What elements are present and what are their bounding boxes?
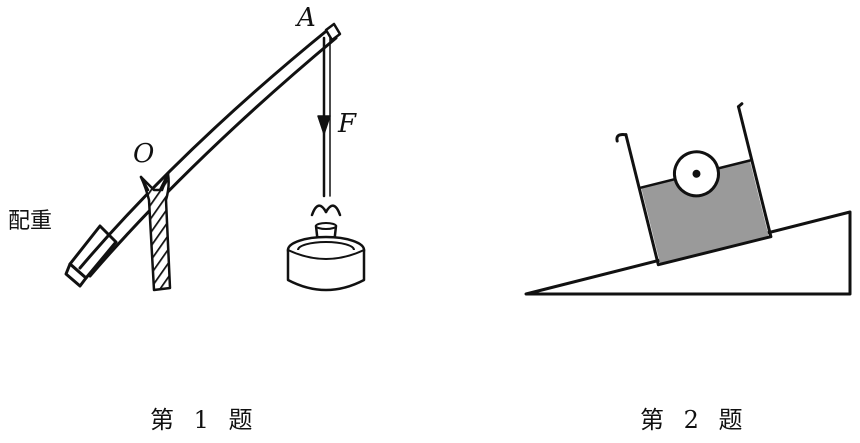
caption-figure-2: 第 2 题 (640, 406, 749, 434)
label-A: A (295, 3, 316, 33)
label-O: O (133, 139, 154, 169)
pivot-post (139, 172, 172, 292)
well-base (286, 235, 366, 292)
label-F: F (337, 109, 357, 139)
force-arrow-F (317, 36, 331, 198)
figure-2 (524, 102, 852, 296)
lever-pole (78, 22, 342, 278)
caption-figure-1: 第 1 题 (150, 406, 259, 434)
beaker (615, 102, 773, 267)
figure-1 (64, 22, 366, 292)
label-counterweight: 配重 (8, 209, 52, 234)
water (641, 160, 769, 264)
